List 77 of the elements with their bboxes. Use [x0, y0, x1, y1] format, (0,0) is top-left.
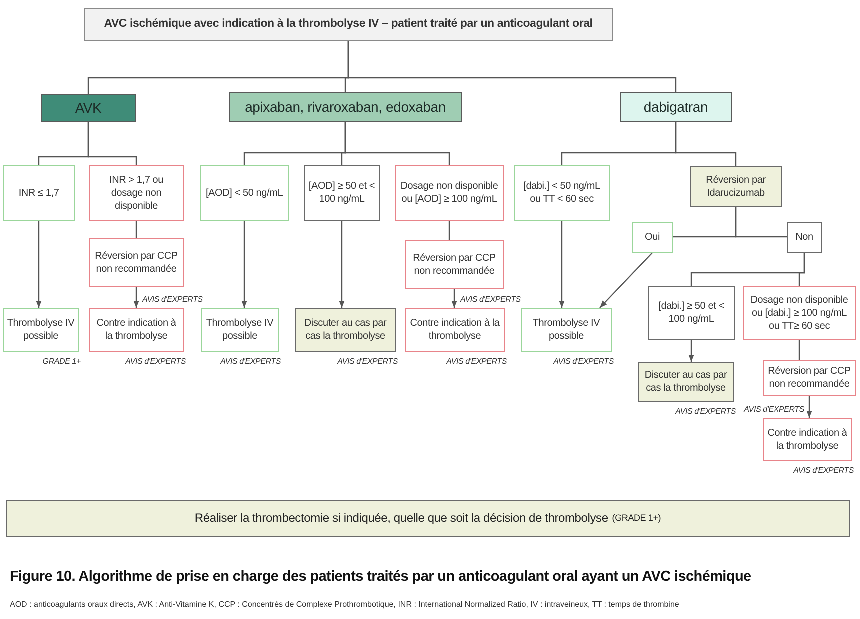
box-text: Thrombolyse IV possible: [205, 317, 275, 343]
box-text: [dabi.] ≥ 50 et < 100 ng/mL: [658, 300, 726, 326]
box-text: Contre indication à la thrombolyse: [409, 317, 501, 343]
box-text: Discuter au cas par cas la thrombolyse: [644, 369, 728, 395]
flow-box: [89, 308, 184, 352]
flow-box: [200, 165, 289, 221]
box-text: Thrombolyse IV possible: [532, 317, 602, 343]
box-text: Contre indication à la thrombolyse: [767, 426, 848, 452]
connector-arrow: [134, 287, 140, 308]
box-text: INR > 1,7 ou dosage non disponible: [108, 174, 165, 212]
flow-box: [787, 222, 822, 253]
flow-box: [648, 286, 735, 340]
connector-arrow: [36, 221, 42, 308]
box-text: [AOD] ≥ 50 et < 100 ng/mL: [308, 180, 376, 206]
flow-box: [89, 238, 184, 287]
flow-box: [3, 308, 79, 352]
flow-box: [3, 165, 75, 221]
box-text: [dabi.] < 50 ng/mL ou TT < 60 sec: [522, 180, 602, 206]
evidence-note: GRADE 1+: [42, 357, 81, 366]
flow-box: [405, 308, 505, 352]
flow-box: [514, 165, 610, 221]
box-text: (GRADE 1+): [612, 512, 662, 524]
box-text: AVC ischémique avec indication à la thrombolyse IV – patient traité par un anticoagulant oral: [104, 17, 593, 32]
edge-label: AVIS d'EXPERTS: [142, 295, 203, 304]
box-text: Non: [796, 231, 814, 244]
flow-box: [89, 165, 184, 221]
connector-arrow: [559, 221, 565, 308]
connector-arrow: [452, 289, 458, 308]
box-text: INR ≤ 1,7: [18, 186, 60, 200]
flow-box: [690, 166, 782, 207]
box-text: Contre indication à la thrombolyse: [96, 317, 178, 343]
abbreviation-note: AOD : anticoagulants oraux directs, AVK : Anti-Vitamine K, CCP : Concentrés de Complexe Prothrombotique, INR : International Normalized Ratio, IV : intraveineux, TT : temps de thrombine: [10, 600, 680, 609]
connector-arrow: [688, 340, 694, 362]
connector-arrow: [339, 221, 345, 308]
box-text: Dosage non disponible ou [AOD] ≥ 100 ng/mL: [400, 180, 500, 206]
evidence-note: AVIS d'EXPERTS: [676, 407, 736, 416]
flow-box: [295, 308, 396, 352]
flow-box: [521, 308, 612, 352]
flow-box: [395, 165, 504, 221]
box-text: Dosage non disponible ou [dabi.] ≥ 100 ng/mL ou TT≥ 60 sec: [750, 294, 850, 332]
flow-box: [620, 92, 732, 122]
figure-caption: Figure 10. Algorithme de prise en charge des patients traités par un anticoagulant oral ayant un AVC ischémique: [10, 569, 752, 585]
flow-box: [201, 308, 279, 352]
evidence-note: AVIS d'EXPERTS: [554, 357, 614, 366]
box-text: Oui: [645, 231, 660, 244]
box-text: apixaban, rivaroxaban, edoxaban: [245, 98, 446, 116]
connector-arrow: [806, 396, 812, 418]
flow-box: [763, 418, 852, 461]
flow-box: [84, 8, 613, 41]
box-text: Réaliser la thrombectomie si indiquée, quelle que soit la décision de thrombolyse: [194, 510, 608, 526]
box-text: Discuter au cas par cas la thrombolyse: [303, 317, 388, 343]
evidence-note: AVIS d'EXPERTS: [794, 466, 854, 475]
box-text: AVK: [75, 98, 102, 118]
box-text: Thrombolyse IV possible: [7, 317, 75, 343]
edge-label: AVIS d'EXPERTS: [744, 405, 804, 414]
box-text: [AOD] < 50 ng/mL: [206, 186, 284, 200]
box-text: Réversion par CCP non recommandée: [767, 365, 852, 391]
evidence-note: AVIS d'EXPERTS: [446, 357, 507, 366]
flow-box: [229, 92, 462, 122]
flow-box: [763, 360, 856, 396]
flow-box: [638, 362, 734, 402]
flow-box: [632, 222, 673, 253]
connector-arrow: [242, 221, 248, 308]
flow-box: [6, 500, 850, 537]
evidence-note: AVIS d'EXPERTS: [338, 357, 398, 366]
flow-box: [743, 286, 856, 340]
evidence-note: AVIS d'EXPERTS: [220, 357, 281, 366]
box-text: Réversion par Idarucizumab: [705, 174, 767, 200]
evidence-note: AVIS d'EXPERTS: [126, 357, 186, 366]
flow-box: [304, 165, 380, 221]
connector-arrow: [600, 252, 653, 308]
edge-label: AVIS d'EXPERTS: [460, 295, 521, 304]
box-text: Réversion par CCP non recommandée: [412, 252, 497, 278]
box-text: Réversion par CCP non recommandée: [94, 250, 179, 276]
flow-box: [405, 240, 504, 289]
box-text: dabigatran: [644, 98, 708, 116]
flow-box: [41, 94, 136, 122]
